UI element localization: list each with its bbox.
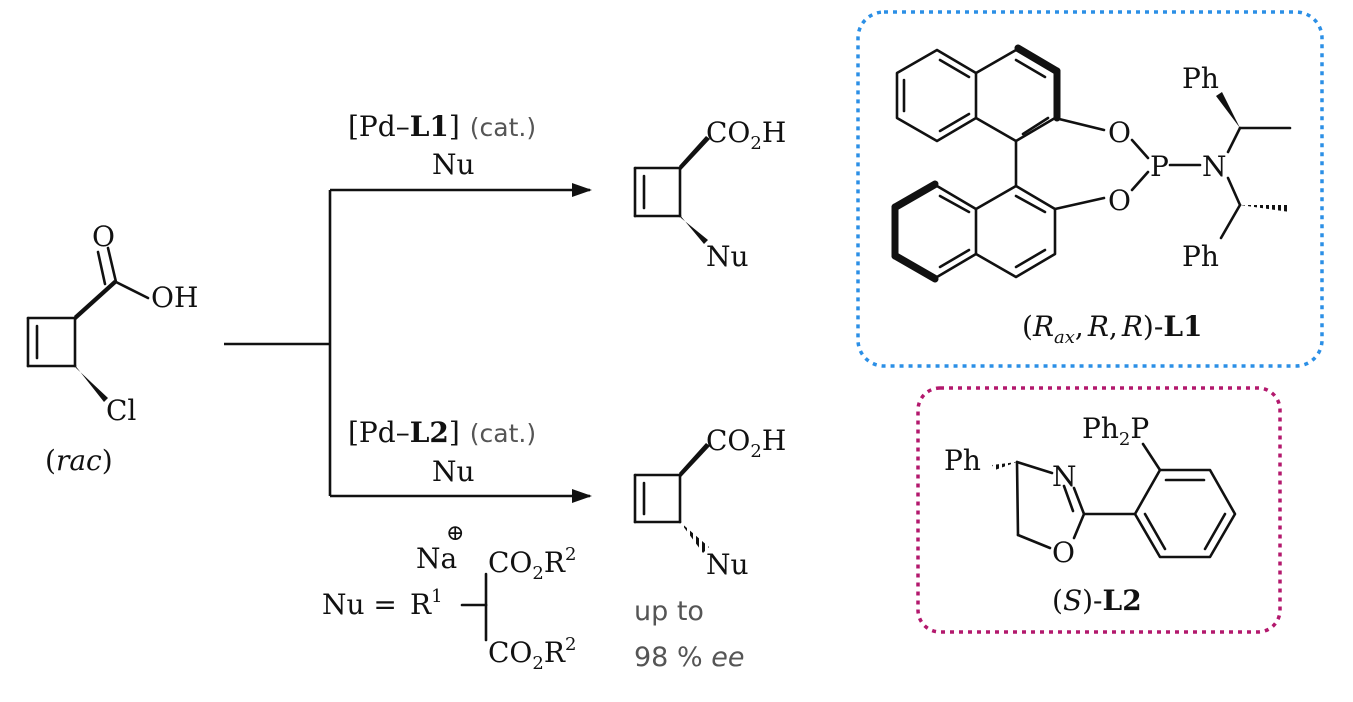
l1-phenyl-top: Ph (1182, 62, 1219, 95)
ligand-l1-panel: O O P N Ph Ph (Rax,R,R)-L1 (856, 10, 1324, 368)
upper-conditions: [Pd–L1] (cat.) Nu (348, 110, 536, 181)
lower-acid-label: CO2H (706, 424, 786, 462)
l1-phenyl-bottom: Ph (1182, 240, 1219, 273)
l2-oxygen: O (1052, 536, 1075, 569)
upper-catalyst-post: ] (449, 110, 460, 143)
positive-charge-icon: ⊕ (446, 521, 464, 546)
ee-note: up to 98 % ee (634, 596, 744, 673)
l1-nitrogen: N (1202, 150, 1227, 183)
ester-top-label: CO2R2 (488, 544, 576, 584)
upper-catalyst: [Pd–L1] (cat.) (348, 110, 536, 143)
lower-catalyst-post: ] (449, 416, 460, 449)
product-upper: CO2H Nu (633, 116, 786, 273)
ee-line-2: 98 % ee (634, 642, 744, 673)
upper-nu-label: Nu (706, 240, 749, 273)
ligand-l1-frame (856, 10, 1324, 368)
ligand-l2-frame (916, 386, 1282, 634)
lower-cat: (cat.) (470, 419, 536, 448)
lower-reagent: Nu (432, 455, 475, 488)
l1-phosphorus: P (1150, 150, 1169, 183)
lower-conditions: [Pd–L2] (cat.) Nu (348, 416, 536, 488)
upper-catalyst-pre: [Pd– (348, 110, 410, 143)
l1-oxygen-bottom: O (1108, 184, 1131, 217)
carbonyl-oxygen: O (92, 220, 115, 253)
ligand-l1-label: (Rax,R,R)-L1 (1022, 310, 1202, 348)
r1-label: R1 (410, 586, 443, 621)
ee-line-1: up to (634, 596, 704, 627)
lower-ligand: L2 (410, 416, 449, 449)
branch-arrows (224, 183, 592, 503)
chlorine-label: Cl (106, 394, 136, 427)
lower-nu-label: Nu (706, 548, 749, 581)
lower-catalyst-pre: [Pd– (348, 416, 410, 449)
lower-catalyst: [Pd–L2] (cat.) (348, 416, 536, 449)
upper-acid-label: CO2H (706, 116, 786, 154)
product-lower: CO2H Nu (633, 424, 786, 581)
nu-equals: Nu = (322, 588, 397, 621)
racemic-tag: (rac) (45, 444, 113, 477)
ligand-l2-panel: Ph2P Ph N O (S)-L2 (916, 386, 1282, 634)
l2-phenyl: Ph (944, 444, 981, 477)
l1-oxygen-top: O (1108, 116, 1131, 149)
upper-ligand: L1 (410, 110, 449, 143)
l2-diphenylphosphino: Ph2P (1082, 412, 1149, 450)
l2-nitrogen: N (1052, 460, 1077, 493)
ester-bottom-label: CO2R2 (488, 634, 576, 674)
starting-material: O OH Cl (rac) (26, 220, 198, 477)
upper-cat: (cat.) (470, 113, 536, 142)
hydroxyl-label: OH (151, 281, 198, 314)
sodium-cation: Na (416, 542, 457, 575)
upper-reagent: Nu (432, 148, 475, 181)
ligand-l2-label: (S)-L2 (1052, 584, 1142, 617)
nucleophile-definition: Nu = Na ⊕ R1 CO2R2 CO2R2 (322, 521, 576, 674)
